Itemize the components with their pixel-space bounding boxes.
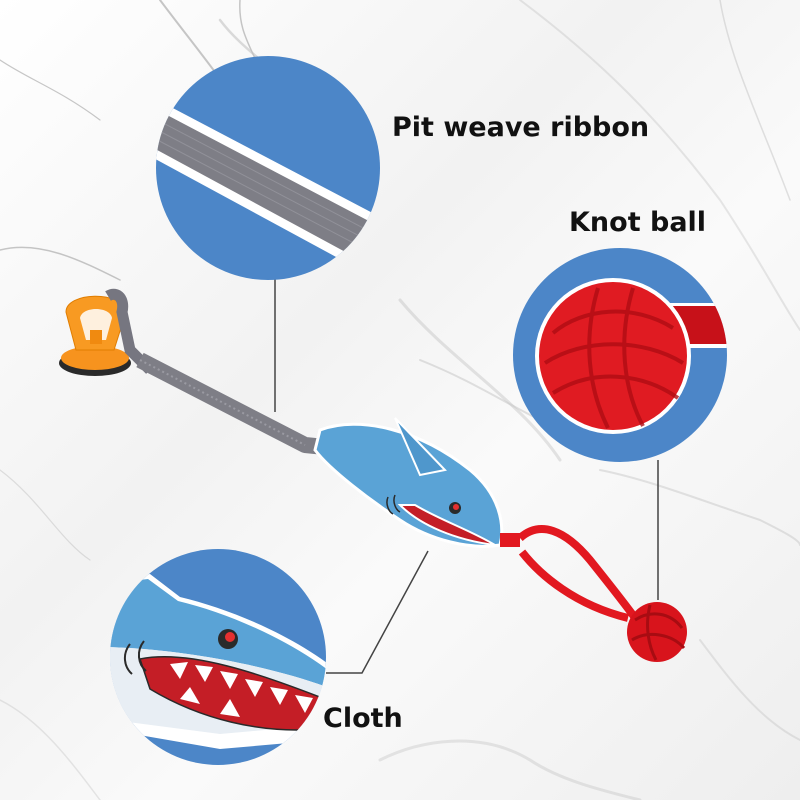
shark-body [313, 417, 504, 548]
cloth-leader-line [326, 550, 429, 674]
rope-toy [500, 525, 687, 662]
knot-ball-closeup-icon [535, 278, 727, 434]
shark-cloth-closeup-icon [110, 574, 326, 749]
knot-label: Knot ball [569, 207, 707, 238]
suction-cup-icon [59, 295, 131, 376]
ribbon-callout-circle [156, 56, 380, 280]
knot-callout-circle [513, 248, 727, 462]
ribbon-closeup-icon [156, 99, 380, 280]
ribbon-label: Pit weave ribbon [392, 112, 650, 143]
cloth-callout-circle [110, 549, 326, 765]
cloth-label: Cloth [323, 703, 403, 734]
